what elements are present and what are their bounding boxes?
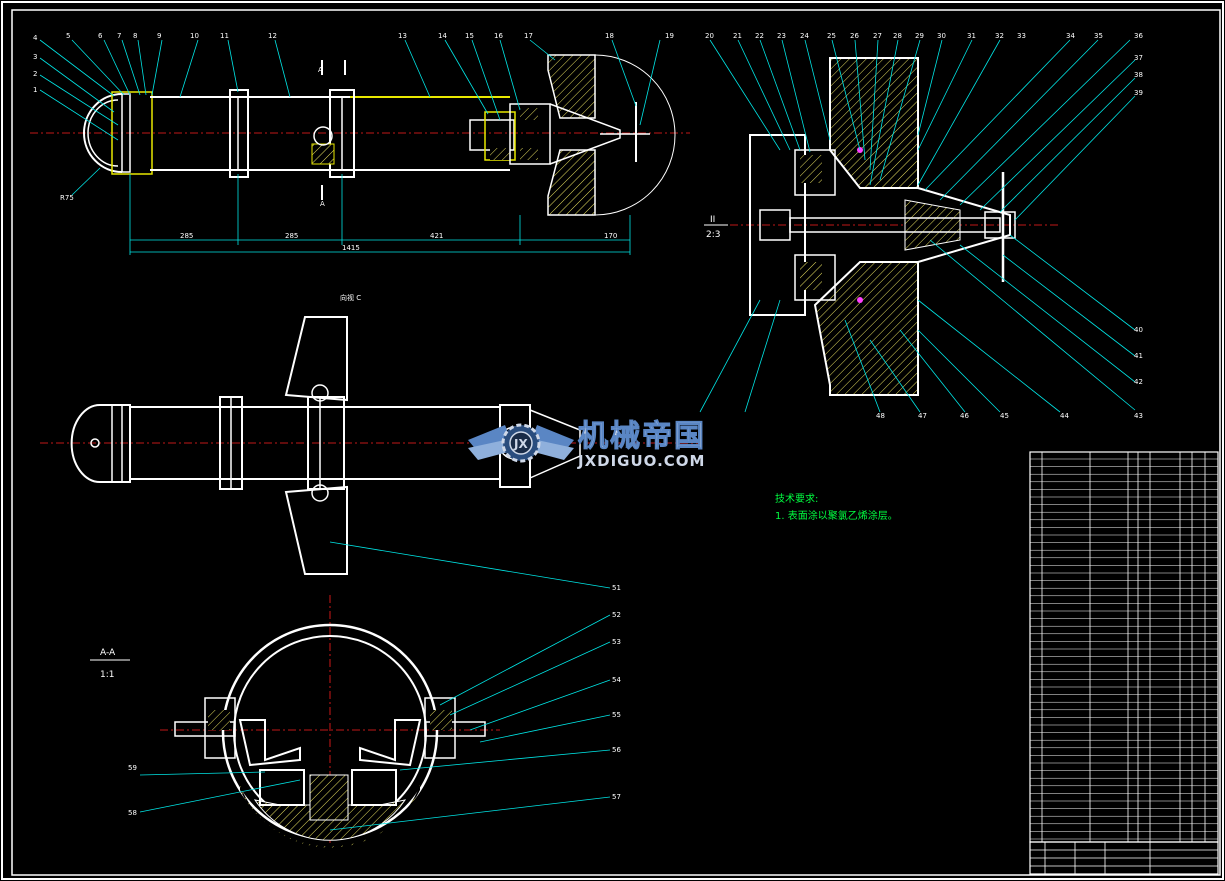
svg-text:43: 43 bbox=[1134, 412, 1143, 420]
dimension-lines: 285 285 421 170 1415 R75 bbox=[60, 167, 631, 255]
svg-text:44: 44 bbox=[1060, 412, 1069, 420]
svg-text:30: 30 bbox=[937, 32, 946, 40]
svg-text:17: 17 bbox=[524, 32, 533, 40]
svg-text:32: 32 bbox=[995, 32, 1004, 40]
inner-border bbox=[11, 9, 1221, 876]
svg-text:11: 11 bbox=[220, 32, 229, 40]
dim-2: 285 bbox=[285, 232, 298, 240]
svg-text:23: 23 bbox=[777, 32, 786, 40]
watermark-logo: JX 机械帝国 JXDIGUO.COM bbox=[468, 419, 706, 470]
svg-text:27: 27 bbox=[873, 32, 882, 40]
svg-text:38: 38 bbox=[1134, 71, 1143, 79]
svg-text:34: 34 bbox=[1066, 32, 1075, 40]
svg-text:19: 19 bbox=[665, 32, 674, 40]
svg-text:14: 14 bbox=[438, 32, 447, 40]
svg-text:JX: JX bbox=[513, 437, 528, 451]
svg-text:59: 59 bbox=[128, 764, 137, 772]
svg-text:16: 16 bbox=[494, 32, 503, 40]
svg-text:10: 10 bbox=[190, 32, 199, 40]
svg-text:52: 52 bbox=[612, 611, 621, 619]
dim-overall: 1415 bbox=[342, 244, 360, 252]
section-aa: A-A 1:1 bbox=[90, 595, 500, 848]
cut-a-top-label: A bbox=[318, 66, 323, 74]
svg-text:29: 29 bbox=[915, 32, 924, 40]
svg-text:51: 51 bbox=[612, 584, 621, 592]
svg-text:12: 12 bbox=[268, 32, 277, 40]
svg-text:18: 18 bbox=[605, 32, 614, 40]
svg-text:37: 37 bbox=[1134, 54, 1143, 62]
svg-text:13: 13 bbox=[398, 32, 407, 40]
parts-list-table bbox=[1029, 451, 1219, 875]
svg-text:5: 5 bbox=[66, 32, 70, 40]
svg-text:9: 9 bbox=[157, 32, 161, 40]
svg-text:33: 33 bbox=[1017, 32, 1026, 40]
svg-text:25: 25 bbox=[827, 32, 836, 40]
svg-text:55: 55 bbox=[612, 711, 621, 719]
svg-text:2: 2 bbox=[33, 70, 37, 78]
tech-req-title: 技术要求: bbox=[775, 492, 818, 505]
svg-text:21: 21 bbox=[733, 32, 742, 40]
dim-1: 285 bbox=[180, 232, 193, 240]
svg-text:58: 58 bbox=[128, 809, 137, 817]
svg-text:42: 42 bbox=[1134, 378, 1143, 386]
svg-text:57: 57 bbox=[612, 793, 621, 801]
svg-text:35: 35 bbox=[1094, 32, 1103, 40]
leader-lines bbox=[39, 39, 1136, 831]
tech-requirements: 技术要求: 1. 表面涂以聚氯乙烯涂层。 bbox=[775, 492, 898, 522]
svg-text:3: 3 bbox=[33, 53, 37, 61]
view-c-label: 向视 C bbox=[340, 293, 361, 302]
svg-text:45: 45 bbox=[1000, 412, 1009, 420]
svg-text:22: 22 bbox=[755, 32, 764, 40]
dim-4: 170 bbox=[604, 232, 617, 240]
detail-scale-label: 2:3 bbox=[706, 230, 720, 240]
svg-text:6: 6 bbox=[98, 32, 103, 40]
cut-a-bottom-label: A bbox=[320, 200, 325, 208]
svg-text:15: 15 bbox=[465, 32, 474, 40]
svg-text:54: 54 bbox=[612, 676, 621, 684]
svg-text:20: 20 bbox=[705, 32, 714, 40]
dim-radius: R75 bbox=[60, 194, 74, 202]
svg-text:40: 40 bbox=[1134, 326, 1143, 334]
detail-id-label: II bbox=[710, 215, 715, 225]
gear-wing-icon: JX bbox=[468, 423, 574, 463]
section-aa-scale: 1:1 bbox=[100, 670, 114, 680]
watermark-en-text: JXDIGUO.COM bbox=[577, 452, 705, 470]
main-side-view: A A 285 285 421 170 1415 R75 bbox=[30, 54, 690, 255]
watermark-cn-text: 机械帝国 bbox=[578, 419, 706, 454]
svg-text:36: 36 bbox=[1134, 32, 1143, 40]
svg-text:31: 31 bbox=[967, 32, 976, 40]
svg-text:8: 8 bbox=[133, 32, 137, 40]
svg-text:39: 39 bbox=[1134, 89, 1143, 97]
svg-text:56: 56 bbox=[612, 746, 621, 754]
section-aa-label: A-A bbox=[100, 648, 116, 658]
svg-text:47: 47 bbox=[918, 412, 927, 420]
svg-text:1: 1 bbox=[33, 86, 37, 94]
svg-text:46: 46 bbox=[960, 412, 969, 420]
detail-ii-view: II 2:3 bbox=[704, 57, 1060, 396]
svg-text:7: 7 bbox=[117, 32, 121, 40]
svg-text:28: 28 bbox=[893, 32, 902, 40]
svg-text:41: 41 bbox=[1134, 352, 1143, 360]
part-number-labels: 1 2 3 4 5 6 7 8 9 10 11 12 13 14 15 16 1… bbox=[33, 32, 1143, 817]
svg-text:53: 53 bbox=[612, 638, 621, 646]
svg-text:48: 48 bbox=[876, 412, 885, 420]
tech-req-line1: 1. 表面涂以聚氯乙烯涂层。 bbox=[775, 509, 898, 522]
svg-text:24: 24 bbox=[800, 32, 809, 40]
svg-text:26: 26 bbox=[850, 32, 859, 40]
svg-text:4: 4 bbox=[33, 34, 38, 42]
dim-3: 421 bbox=[430, 232, 443, 240]
